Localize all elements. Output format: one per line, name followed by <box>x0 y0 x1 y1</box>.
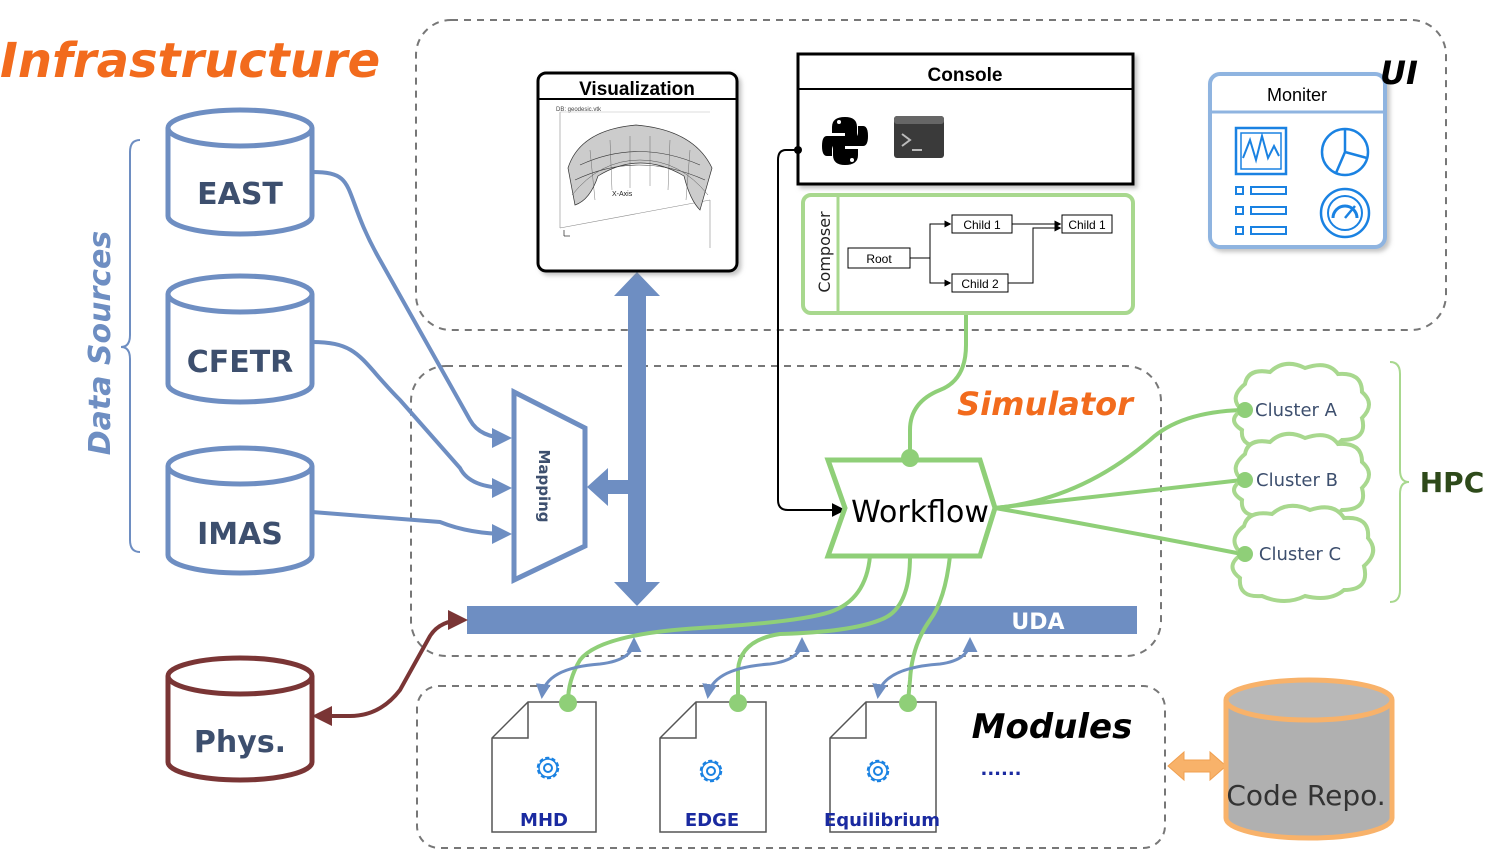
connector-imas-mapping <box>311 510 512 544</box>
simulator-region <box>410 365 1162 657</box>
module-label-equilibrium: Equilibrium <box>824 810 940 831</box>
visualization-title: Visualization <box>579 79 695 100</box>
module-label-edge: EDGE <box>685 810 739 831</box>
modules-ellipsis: ...... <box>980 759 1021 780</box>
connector-uda-mhd <box>535 637 642 699</box>
connector-uda-equilibrium <box>872 637 978 699</box>
plot-axis-label: X-Axis <box>612 191 633 198</box>
chart-window-icon <box>1234 126 1288 176</box>
db-label-phys: Phys. <box>194 725 286 760</box>
infrastructure-title: Infrastructure <box>0 33 380 89</box>
composer-tree: Root Child 1 Child 2 Child 1 <box>847 214 1113 293</box>
db-label-imas: IMAS <box>197 517 283 552</box>
mapping-block <box>511 387 588 584</box>
composer-node-child1: Child 1 <box>963 218 1001 232</box>
connector-east-mapping <box>311 170 512 448</box>
ui-label: UI <box>1380 54 1418 92</box>
connector-workflow-cluster-c <box>994 506 1243 556</box>
connector-composer-workflow <box>908 315 968 458</box>
composer-node-child1b: Child 1 <box>1068 218 1106 232</box>
workflow-top-dot <box>901 449 919 467</box>
code-repo-database: Code Repo. <box>1223 677 1395 841</box>
python-icon[interactable] <box>822 117 868 165</box>
composer-node-root: Root <box>866 252 892 266</box>
simulator-label: Simulator <box>957 385 1135 423</box>
db-label-east: EAST <box>197 177 283 212</box>
cluster-a-cloud[interactable]: Cluster A <box>1232 361 1371 453</box>
cluster-c-label: Cluster C <box>1259 544 1341 565</box>
code-repo-label: Code Repo. <box>1226 779 1385 812</box>
visualization-window[interactable] <box>536 71 739 273</box>
module-label-mhd: MHD <box>520 810 568 831</box>
pie-chart-icon <box>1320 127 1370 177</box>
connector-workflow-cluster-a <box>994 408 1243 510</box>
connector-repo-modules <box>1167 750 1227 782</box>
ui-region <box>415 19 1447 331</box>
moniter-title: Moniter <box>1267 85 1327 105</box>
database-imas: IMAS <box>165 445 315 576</box>
hpc-brace <box>1389 361 1410 603</box>
hpc-label: HPC <box>1420 466 1485 499</box>
visualization-plot: DB: geodesic.vtk X-Axis <box>556 107 713 248</box>
data-sources-label: Data Sources <box>83 231 118 456</box>
edge-dot <box>729 694 747 712</box>
gear-icon <box>866 759 890 783</box>
database-phys: Phys. <box>165 655 315 783</box>
vis-uda-double-arrow <box>614 272 660 606</box>
cluster-b-cloud[interactable]: Cluster B <box>1232 431 1371 523</box>
connector-workflow-cluster-b <box>994 478 1243 510</box>
list-icon <box>1235 186 1287 235</box>
gear-icon <box>536 756 560 780</box>
cluster-c-cloud[interactable]: Cluster C <box>1230 503 1376 603</box>
cluster-c-dot <box>1237 546 1253 562</box>
equilibrium-dot <box>899 694 917 712</box>
cluster-a-dot <box>1237 402 1253 418</box>
console-title: Console <box>928 65 1003 86</box>
workflow-node[interactable] <box>824 457 998 559</box>
gear-icon <box>699 759 723 783</box>
terminal-icon[interactable] <box>894 116 944 158</box>
composer-label: Composer <box>815 211 834 293</box>
plot-header: DB: geodesic.vtk <box>556 107 602 113</box>
connector-cfetr-mapping <box>311 340 512 498</box>
database-cfetr: CFETR <box>165 273 315 405</box>
modules-label: Modules <box>972 707 1133 747</box>
connector-console-workflow <box>777 149 846 517</box>
database-east: EAST <box>165 107 315 237</box>
console-port-dot <box>794 146 802 154</box>
data-sources-brace <box>120 139 141 553</box>
workflow-label: Workflow <box>851 495 989 530</box>
composer-node-child2: Child 2 <box>961 277 999 291</box>
mapping-label: Mapping <box>535 449 553 522</box>
mhd-dot <box>559 694 577 712</box>
uda-label: UDA <box>1011 610 1064 635</box>
cluster-b-label: Cluster B <box>1256 470 1338 491</box>
mapping-branch-arrow <box>587 468 630 506</box>
moniter-window[interactable] <box>1208 72 1387 249</box>
connector-uda-edge <box>702 637 810 699</box>
db-label-cfetr: CFETR <box>187 345 294 380</box>
cluster-b-dot <box>1237 472 1253 488</box>
cluster-a-label: Cluster A <box>1255 400 1338 421</box>
connector-phys-uda <box>312 610 468 726</box>
gauge-icon <box>1319 187 1371 239</box>
